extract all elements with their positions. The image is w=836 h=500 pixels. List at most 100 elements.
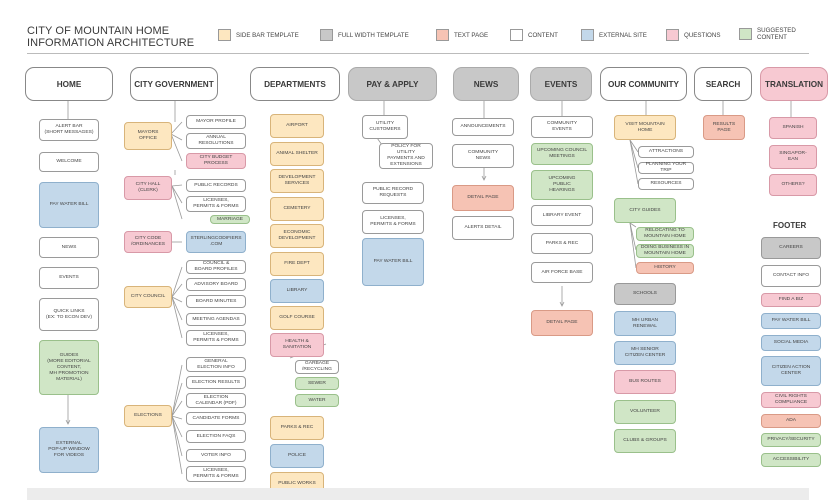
- gov-council-board-profiles: COUNCIL & BOARD PROFILES: [186, 260, 246, 274]
- gov-general-election-info: GENERAL ELECTION INFO: [186, 357, 246, 372]
- legend-swatch: [218, 29, 231, 41]
- home-events: EVENTS: [39, 267, 99, 289]
- home-alert-bar: ALERT BAR (SHORT MESSAGES): [39, 119, 99, 141]
- gov-city-code: CITY CODE /ORDINANCES: [124, 231, 172, 253]
- community-bus-routes: BUS ROUTES: [614, 370, 676, 394]
- gov-voter-info: VOTER INFO: [186, 449, 246, 462]
- title-line-2: INFORMATION ARCHITECTURE: [27, 37, 195, 49]
- gov-licenses-permits-forms: LICENSES, PERMITS & FORMS: [186, 196, 246, 212]
- footer-civil-rights-compliance: CIVIL RIGHTS COMPLIANCE: [761, 392, 821, 408]
- header-divider: [27, 53, 809, 54]
- events-library-event: LIBRARY EVENT: [531, 205, 593, 226]
- footer-ada: ADA: [761, 414, 821, 428]
- dept-development-services: DEVELOPMENT SERVICES: [270, 169, 324, 193]
- home-guides: GUIDES (MORE EDITORIAL CONTENT, MH PROMO…: [39, 340, 99, 395]
- legend-swatch: [739, 28, 752, 40]
- dept-animal-shelter: ANIMAL SHELTER: [270, 142, 324, 166]
- header-pay-apply[interactable]: PAY & APPLY: [348, 67, 437, 101]
- footer-privacy-security: PRIVACY/SECURITY: [761, 433, 821, 447]
- gov-election-licenses-permits-forms: LICENSES, PERMITS & FORMS: [186, 466, 246, 482]
- dept-police: POLICE: [270, 444, 324, 468]
- gov-city-hall: CITY HALL (CLERK): [124, 176, 172, 200]
- legend-sidebar-template: SIDE BAR TEMPLATE: [218, 29, 299, 41]
- home-quick-links: QUICK LINKS (EX: TO ECON DEV): [39, 298, 99, 331]
- gov-marriage: MARRIAGE: [210, 215, 250, 224]
- community-doing-business: DOING BUSINESS IN MOUNTAIN HOME: [636, 244, 694, 258]
- footer-careers: CAREERS: [761, 237, 821, 259]
- header-search[interactable]: SEARCH: [694, 67, 752, 101]
- header-home[interactable]: HOME: [25, 67, 113, 101]
- community-history: HISTORY: [636, 262, 694, 274]
- home-external-popup: EXTERNAL POP-UP WINDOW FOR VIDEOS: [39, 427, 99, 473]
- gov-council-licenses-permits-forms: LICENSES, PERMITS & FORMS: [186, 330, 246, 346]
- gov-advisory-board: ADVISORY BOARD: [186, 278, 246, 291]
- dept-water: WATER: [295, 394, 339, 407]
- pay-water-bill: PAY WATER BILL: [362, 238, 424, 286]
- gov-city-council: CITY COUNCIL: [124, 286, 172, 308]
- events-parks-rec: PARKS & REC: [531, 233, 593, 254]
- news-alerts-detail: ALERTS DETAIL: [452, 216, 514, 240]
- legend-swatch: [436, 29, 449, 41]
- events-upcoming-public-hearings: UPCOMING PUBLIC HEARINGS: [531, 170, 593, 200]
- events-detail-page: DETAIL PAGE: [531, 310, 593, 336]
- header-our-community[interactable]: OUR COMMUNITY: [600, 67, 687, 101]
- legend-full-width-template: FULL WIDTH TEMPLATE: [320, 29, 409, 41]
- dept-cemetery: CEMETERY: [270, 197, 324, 221]
- dept-fire-dept: FIRE DEPT: [270, 252, 324, 276]
- gov-election-faqs: ELECTION FAQS: [186, 430, 246, 443]
- dept-library: LIBRARY: [270, 279, 324, 303]
- community-visit-mountain-home: VISIT MOUNTAIN HOME: [614, 115, 676, 140]
- community-attractions: ATTRACTIONS: [638, 146, 694, 158]
- gov-elections: ELECTIONS: [124, 405, 172, 427]
- header-news[interactable]: NEWS: [453, 67, 519, 101]
- news-detail-page: DETAIL PAGE: [452, 185, 514, 211]
- legend-content: CONTENT: [510, 29, 558, 41]
- footer-accessibility: ACCESSIBILITY: [761, 453, 821, 467]
- gov-meeting-agendas: MEETING AGENDAS: [186, 313, 246, 326]
- events-upcoming-council-meetings: UPCOMING COUNCIL MEETINGS: [531, 143, 593, 165]
- events-community-events: COMMUNITY EVENTS: [531, 116, 593, 138]
- news-announcements: ANNOUNCEMENTS: [452, 118, 514, 136]
- footer-find-a-biz: FIND A BIZ: [761, 293, 821, 307]
- title-line-1: CITY OF MOUNTAIN HOME: [27, 25, 170, 37]
- dept-garbage-recycling: GARBAGE /RECYCLING: [295, 360, 339, 374]
- gov-city-budget-process: CITY BUDGET PROCESS: [186, 153, 246, 169]
- footer-social-media: SOCIAL MEDIA: [761, 335, 821, 351]
- home-welcome: WELCOME: [39, 152, 99, 172]
- gov-annual-resolutions: ANNUAL RESOLUTIONS: [186, 133, 246, 149]
- community-schools: SCHOOLS: [614, 283, 676, 305]
- dept-economic-development: ECONOMIC DEVELOPMENT: [270, 224, 324, 248]
- footer-title: FOOTER: [773, 221, 807, 230]
- legend-questions: QUESTIONS: [666, 29, 720, 41]
- community-mh-urban-renewal: MH URBAN RENEWAL: [614, 311, 676, 336]
- header-departments[interactable]: DEPARTMENTS: [250, 67, 340, 101]
- gov-election-calendar: ELECTION CALENDAR (PDF): [186, 393, 246, 408]
- gov-mayor-profile: MAYOR PROFILE: [186, 115, 246, 129]
- community-mh-senior-citizen-center: MH SENIOR CITIZEN CENTER: [614, 341, 676, 365]
- header-city-government[interactable]: CITY GOVERNMENT: [130, 67, 218, 101]
- pay-policy-utility-payments: POLICY FOR UTILITY PAYMENTS AND EXTENSIO…: [379, 143, 433, 169]
- community-volunteer: VOLUNTEER: [614, 400, 676, 424]
- pay-licenses-permits-forms: LICENSES, PERMITS & FORMS: [362, 210, 424, 234]
- legend-suggested-content: SUGGESTED CONTENT: [739, 27, 807, 41]
- legend-swatch: [510, 29, 523, 41]
- legend-external-site: EXTERNAL SITE: [581, 29, 647, 41]
- bottom-band: [27, 488, 809, 500]
- pay-utility-customers: UTILITY CUSTOMERS: [362, 115, 408, 139]
- gov-candidate-forms: CANDIDATE FORMS: [186, 412, 246, 425]
- footer-pay-water-bill: PAY WATER BILL: [761, 313, 821, 329]
- dept-health-sanitation: HEALTH & SANITATION: [270, 333, 324, 357]
- footer-citizen-action-center: CITIZEN ACTION CENTER: [761, 356, 821, 386]
- legend-swatch: [581, 29, 594, 41]
- home-news: NEWS: [39, 237, 99, 258]
- header-events[interactable]: EVENTS: [530, 67, 592, 101]
- events-air-force-base: AIR FORCE BASE: [531, 262, 593, 283]
- legend-swatch: [320, 29, 333, 41]
- translation-singaporean: SINGAPOR- EAN: [769, 145, 817, 169]
- pay-public-record-requests: PUBLIC RECORD REQUESTS: [362, 182, 424, 204]
- translation-others: OTHERS?: [769, 174, 817, 196]
- community-relocating: RELOCATING TO MOUNTAIN HOME: [636, 227, 694, 241]
- header-translation[interactable]: TRANSLATION: [760, 67, 828, 101]
- translation-spanish: SPANISH: [769, 117, 817, 139]
- legend-swatch: [666, 29, 679, 41]
